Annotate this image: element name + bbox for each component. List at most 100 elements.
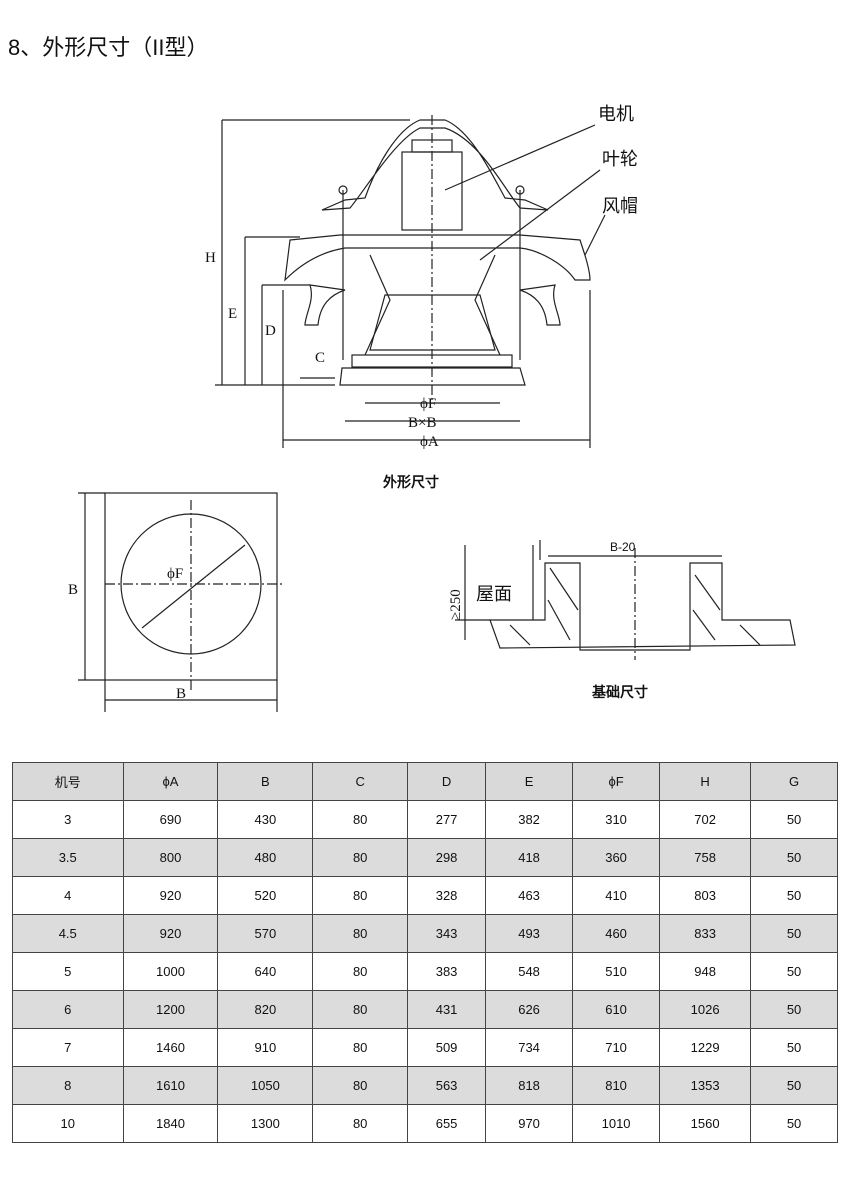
table-cell: 418 <box>485 838 574 877</box>
label-impeller: 叶轮 <box>602 149 638 169</box>
table-cell: 610 <box>572 990 661 1029</box>
table-cell: 690 <box>122 800 219 839</box>
table-cell: 493 <box>485 914 574 953</box>
table-cell: 655 <box>407 1104 487 1143</box>
table-cell: 948 <box>659 952 752 991</box>
dim-D: D <box>265 323 276 339</box>
table-cell: 920 <box>122 914 219 953</box>
column-header: D <box>407 762 487 801</box>
table-cell: 343 <box>407 914 487 953</box>
table-cell: 820 <box>217 990 314 1029</box>
table-cell: 1050 <box>217 1066 314 1105</box>
section-title: 8、外形尺寸（II型） <box>8 35 209 60</box>
column-header: 机号 <box>12 762 124 801</box>
table-cell: 80 <box>312 876 409 915</box>
table-cell: 970 <box>485 1104 574 1143</box>
table-cell: 310 <box>572 800 661 839</box>
column-header: E <box>485 762 574 801</box>
table-cell: 1026 <box>659 990 752 1029</box>
table-cell: 80 <box>312 952 409 991</box>
table-cell: 50 <box>750 990 838 1029</box>
label-hood: 风帽 <box>602 196 638 216</box>
table-cell: 8 <box>12 1066 124 1105</box>
table-cell: 563 <box>407 1066 487 1105</box>
dim-H: H <box>205 250 216 266</box>
table-cell: 80 <box>312 1104 409 1143</box>
table-cell: 50 <box>750 1104 838 1143</box>
label-roof: 屋面 <box>476 584 512 604</box>
plan-dim-B-left: B <box>68 582 78 598</box>
table-cell: 328 <box>407 876 487 915</box>
column-header: ϕF <box>572 762 661 801</box>
table-cell: 410 <box>572 876 661 915</box>
table-cell: 430 <box>217 800 314 839</box>
table-cell: 520 <box>217 876 314 915</box>
table-cell: 50 <box>750 1066 838 1105</box>
table-cell: 50 <box>750 876 838 915</box>
table-cell: 4 <box>12 876 124 915</box>
table-cell: 298 <box>407 838 487 877</box>
foundation-dim-top: B-20 <box>610 540 636 554</box>
table-cell: 80 <box>312 990 409 1029</box>
label-motor: 电机 <box>598 104 634 124</box>
table-cell: 800 <box>122 838 219 877</box>
table-cell: 509 <box>407 1028 487 1067</box>
table-cell: 480 <box>217 838 314 877</box>
plan-dim-B-bottom: B <box>176 686 186 702</box>
table-cell: 10 <box>12 1104 124 1143</box>
table-cell: 360 <box>572 838 661 877</box>
table-cell: 1229 <box>659 1028 752 1067</box>
table-cell: 80 <box>312 1066 409 1105</box>
table-cell: 1610 <box>122 1066 219 1105</box>
table-cell: 463 <box>485 876 574 915</box>
table-cell: 382 <box>485 800 574 839</box>
table-cell: 1000 <box>122 952 219 991</box>
table-cell: 3.5 <box>12 838 124 877</box>
table-cell: 50 <box>750 838 838 877</box>
table-cell: 1353 <box>659 1066 752 1105</box>
table-cell: 702 <box>659 800 752 839</box>
caption-foundation: 基础尺寸 <box>592 684 648 700</box>
table-cell: 758 <box>659 838 752 877</box>
column-header: B <box>217 762 314 801</box>
table-cell: 510 <box>572 952 661 991</box>
table-cell: 548 <box>485 952 574 991</box>
column-header: ϕA <box>122 762 219 801</box>
table-cell: 910 <box>217 1028 314 1067</box>
table-cell: 833 <box>659 914 752 953</box>
table-cell: 80 <box>312 838 409 877</box>
table-cell: 383 <box>407 952 487 991</box>
plan-dim-F: ϕF <box>167 566 183 582</box>
column-header: C <box>312 762 409 801</box>
dim-A: ϕA <box>420 434 439 450</box>
table-cell: 570 <box>217 914 314 953</box>
foundation-drawing <box>455 540 796 660</box>
dim-C: C <box>315 350 325 366</box>
table-cell: 460 <box>572 914 661 953</box>
table-cell: 80 <box>312 914 409 953</box>
table-cell: 4.5 <box>12 914 124 953</box>
table-cell: 431 <box>407 990 487 1029</box>
table-cell: 810 <box>572 1066 661 1105</box>
table-cell: 50 <box>750 800 838 839</box>
table-cell: 50 <box>750 1028 838 1067</box>
diagrams: 电机 叶轮 风帽 H E D C ϕF B×B ϕA 外形尺寸 B B ϕF <box>68 104 796 712</box>
table-cell: 277 <box>407 800 487 839</box>
table-cell: 1010 <box>572 1104 661 1143</box>
caption-outline: 外形尺寸 <box>383 474 439 490</box>
table-cell: 1300 <box>217 1104 314 1143</box>
table-cell: 7 <box>12 1028 124 1067</box>
table-cell: 710 <box>572 1028 661 1067</box>
table-cell: 1840 <box>122 1104 219 1143</box>
table-cell: 734 <box>485 1028 574 1067</box>
